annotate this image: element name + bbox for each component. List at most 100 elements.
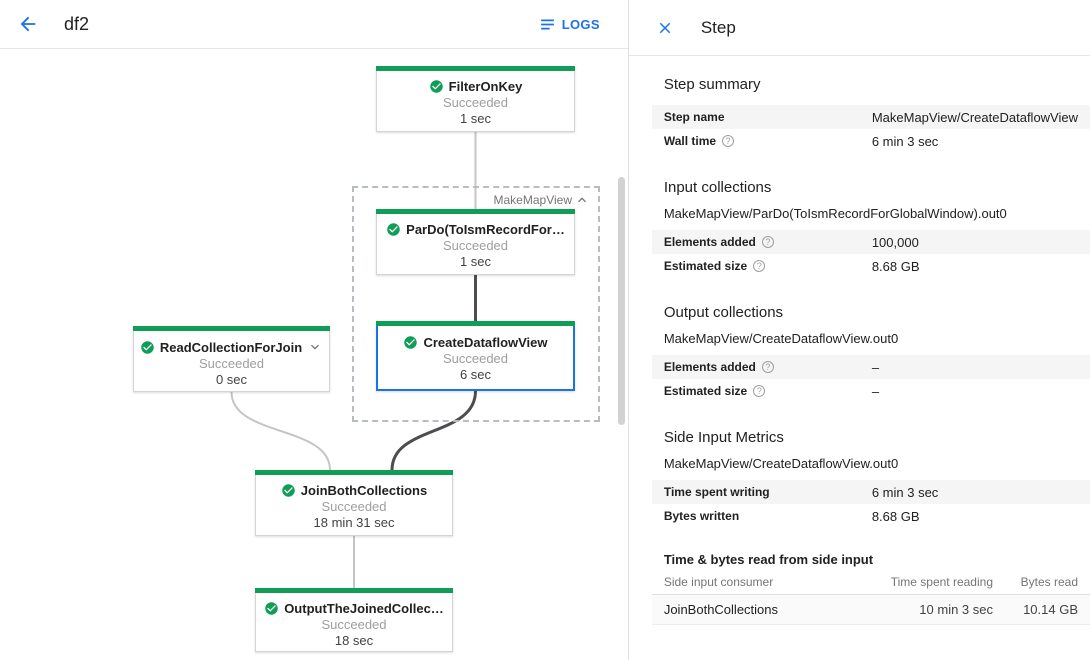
vertical-scrollbar[interactable] — [617, 177, 625, 425]
section-output-collections: Output collections MakeMapView/CreateDat… — [651, 304, 1090, 403]
step-panel-header: Step — [628, 0, 1090, 56]
side-input-collection-name: MakeMapView/CreateDataflowView.out0 — [663, 456, 899, 471]
row-label: Estimated size — [663, 259, 748, 273]
detail-row-estimated-size: Estimated size – — [652, 379, 1090, 403]
composite-group-makemapview: MakeMapView — [352, 186, 600, 422]
node-status-bar — [376, 66, 575, 71]
help-icon[interactable] — [761, 236, 774, 248]
column-header-time-reading: Time spent reading — [890, 574, 993, 589]
node-status: Succeeded — [442, 351, 509, 366]
cell-bytes-read: 10.14 GB — [1023, 602, 1078, 617]
back-button[interactable] — [10, 6, 46, 42]
success-check-icon — [387, 223, 400, 236]
node-status: Succeeded — [321, 499, 387, 514]
section-step-summary: Step summary Step name MakeMapView/Creat… — [651, 76, 1090, 153]
group-label-makemapview[interactable]: MakeMapView — [494, 192, 590, 208]
section-input-collections: Input collections MakeMapView/ParDo(ToIs… — [651, 179, 1090, 278]
row-value: – — [871, 383, 880, 399]
expand-chevron-down-icon[interactable] — [307, 339, 323, 355]
close-panel-button[interactable] — [649, 12, 681, 44]
help-icon[interactable] — [753, 385, 766, 397]
graph-column: df2 LOGS MakeMapView — [0, 0, 628, 660]
success-check-icon — [282, 484, 295, 497]
detail-row-bytes-written: Bytes written 8.68 GB — [652, 504, 1090, 528]
section-side-input-metrics: Side Input Metrics MakeMapView/CreateDat… — [651, 429, 1090, 625]
node-status-bar — [376, 321, 575, 326]
row-label: Elements added — [663, 360, 756, 374]
section-heading: Input collections — [663, 179, 772, 196]
detail-row-elements-added: Elements added 100,000 — [651, 230, 1090, 254]
row-value: MakeMapView/CreateDataflowView — [871, 109, 1078, 125]
row-label: Step name — [663, 110, 725, 124]
graph-node-pardo-toismrecord[interactable]: ParDo(ToIsmRecordFor… Succeeded 1 sec — [376, 209, 575, 275]
node-status-bar — [376, 209, 575, 214]
node-title: ParDo(ToIsmRecordFor… — [406, 222, 565, 237]
row-value: 6 min 3 sec — [871, 484, 939, 500]
node-status-bar — [255, 588, 453, 593]
detail-row-step-name: Step name MakeMapView/CreateDataflowView — [651, 105, 1090, 129]
node-title: CreateDataflowView — [423, 335, 548, 350]
step-details-panel: Step Step summary Step name MakeMapView/… — [627, 0, 1090, 660]
node-status-bar — [255, 470, 453, 475]
logs-button-label: LOGS — [561, 16, 600, 32]
row-value: 100,000 — [871, 234, 919, 250]
node-title: FilterOnKey — [448, 79, 523, 94]
node-time: 18 sec — [334, 633, 374, 648]
edge-readcollectionforjoin-joinbothcollections — [230, 391, 331, 471]
node-time: 6 sec — [459, 367, 492, 382]
help-icon[interactable] — [722, 135, 735, 147]
row-label: Estimated size — [663, 384, 748, 398]
success-check-icon — [429, 80, 443, 93]
logs-button[interactable]: LOGS — [539, 16, 600, 33]
step-panel-body: Step summary Step name MakeMapView/Creat… — [629, 56, 1090, 660]
input-collection-name: MakeMapView/ParDo(ToIsmRecordForGlobalWi… — [663, 206, 1007, 221]
node-status: Succeeded — [442, 95, 509, 110]
success-check-icon — [141, 340, 154, 354]
node-time: 18 min 31 sec — [313, 515, 395, 530]
row-label: Time spent writing — [663, 485, 770, 499]
graph-node-createdataflowview-selected[interactable]: CreateDataflowView Succeeded 6 sec — [376, 321, 575, 391]
success-check-icon — [404, 336, 418, 349]
job-title: df2 — [64, 13, 90, 34]
node-title: ReadCollectionForJoin — [159, 339, 303, 355]
logs-icon — [540, 19, 554, 29]
cell-time-reading: 10 min 3 sec — [919, 602, 993, 617]
edge-createdataflowview-joinbothcollections — [390, 390, 477, 471]
node-status-bar — [133, 326, 330, 331]
node-status: Succeeded — [442, 238, 509, 253]
panel-title: Step — [700, 17, 736, 37]
side-input-read-table-title: Time & bytes read from side input — [663, 552, 874, 567]
detail-row-elements-added: Elements added – — [651, 355, 1090, 379]
success-check-icon — [265, 602, 278, 615]
column-header-bytes-read: Bytes read — [1020, 574, 1078, 589]
top-bar: df2 LOGS — [0, 0, 628, 49]
collapse-chevron-up-icon — [578, 197, 586, 203]
node-time: 1 sec — [459, 254, 492, 269]
column-header-consumer: Side input consumer — [663, 574, 774, 589]
help-icon[interactable] — [753, 260, 766, 272]
section-heading: Side Input Metrics — [663, 429, 784, 446]
graph-node-outputthejoinedcollection[interactable]: OutputTheJoinedCollec… Succeeded 18 sec — [255, 588, 453, 652]
row-value: – — [871, 359, 880, 375]
detail-row-estimated-size: Estimated size 8.68 GB — [652, 254, 1090, 278]
cell-consumer: JoinBothCollections — [663, 602, 779, 617]
graph-node-filteronkey[interactable]: FilterOnKey Succeeded 1 sec — [376, 66, 575, 132]
close-icon — [659, 22, 671, 33]
graph-node-joinbothcollections[interactable]: JoinBothCollections Succeeded 18 min 31 … — [255, 470, 453, 536]
side-input-table-header: Side input consumer Time spent reading B… — [651, 569, 1090, 595]
node-time: 0 sec — [215, 372, 248, 387]
detail-row-time-spent-writing: Time spent writing 6 min 3 sec — [651, 480, 1090, 504]
node-time: 1 sec — [459, 111, 492, 126]
node-status: Succeeded — [198, 356, 265, 371]
node-title: OutputTheJoinedCollec… — [284, 601, 444, 616]
job-graph-canvas[interactable]: MakeMapView FilterOnKey Succeeded 1 sec … — [0, 49, 628, 660]
row-label: Elements added — [663, 235, 756, 249]
node-status: Succeeded — [321, 617, 387, 632]
side-input-table-row: JoinBothCollections 10 min 3 sec 10.14 G… — [651, 595, 1090, 625]
graph-node-readcollectionforjoin[interactable]: ReadCollectionForJoin Succeeded 0 sec — [133, 326, 330, 392]
row-value: 6 min 3 sec — [871, 133, 939, 149]
help-icon[interactable] — [761, 361, 774, 373]
row-value: 8.68 GB — [871, 258, 920, 274]
back-arrow-icon — [20, 16, 36, 32]
